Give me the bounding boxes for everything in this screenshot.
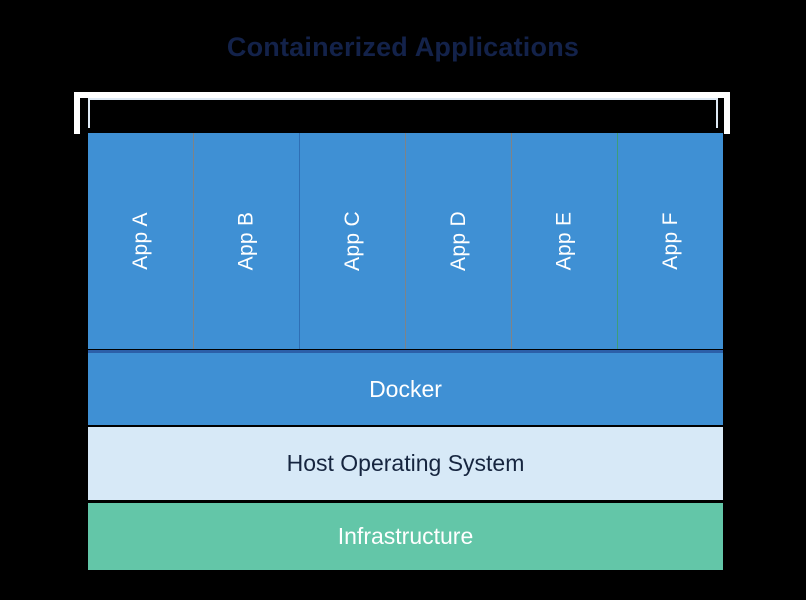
app-box-d[interactable]: App D <box>406 133 512 349</box>
container-frame-outer <box>74 92 730 134</box>
page-title: Containerized Applications <box>226 32 580 62</box>
app-label-b: App B <box>234 211 258 271</box>
app-box-c[interactable]: App C <box>300 133 406 349</box>
layer-host-operating-system[interactable]: Host Operating System <box>88 427 723 500</box>
container-frame-inner <box>88 98 718 128</box>
application-layer: App A App B App C App D App E App F <box>88 133 723 349</box>
app-box-a[interactable]: App A <box>88 133 194 349</box>
app-label-f: App F <box>658 212 682 270</box>
app-label-c: App C <box>340 211 364 271</box>
layer-docker[interactable]: Docker <box>88 350 723 425</box>
app-label-a: App A <box>128 212 152 270</box>
app-box-f[interactable]: App F <box>618 133 723 349</box>
layer-infrastructure[interactable]: Infrastructure <box>88 503 723 570</box>
app-box-b[interactable]: App B <box>194 133 300 349</box>
app-label-d: App D <box>446 211 470 271</box>
app-box-e[interactable]: App E <box>512 133 618 349</box>
app-label-e: App E <box>552 211 576 271</box>
